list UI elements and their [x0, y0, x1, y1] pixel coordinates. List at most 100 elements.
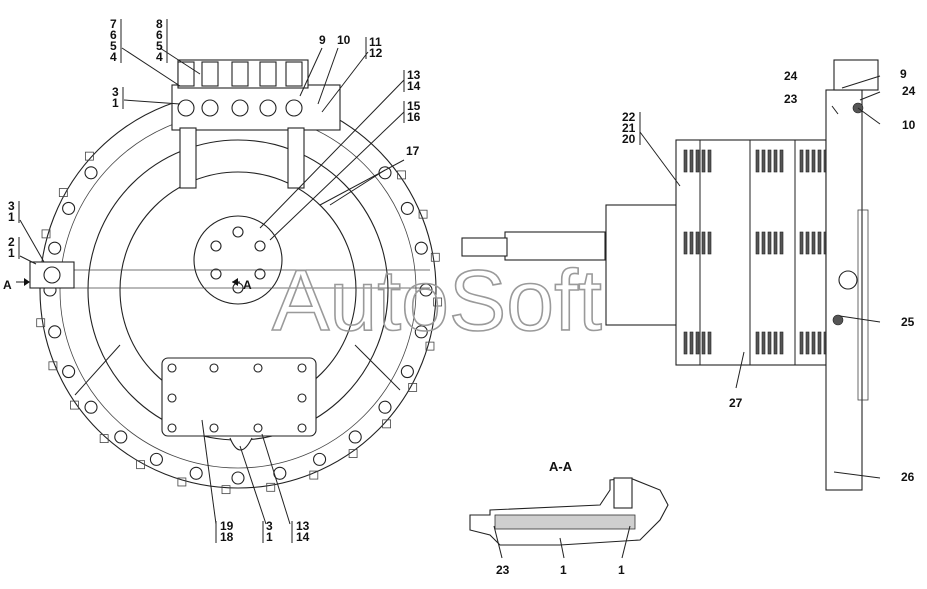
flange-hole: [400, 365, 414, 379]
callout-number: 9: [319, 33, 326, 47]
callout-number: 11: [369, 35, 382, 49]
disc-plate: [683, 149, 688, 173]
disc-plate: [817, 149, 822, 173]
section-callout-number: 1: [618, 563, 625, 577]
callout-number: 12: [369, 46, 383, 60]
leader-line: [735, 351, 745, 389]
flange-hole: [348, 430, 362, 444]
callout-number: 24: [784, 69, 798, 83]
hub-hole: [210, 268, 222, 280]
disc-plate: [761, 149, 766, 173]
callout-number: 20: [622, 132, 636, 146]
rim-lug: [84, 151, 94, 161]
flange-hole: [189, 466, 203, 480]
disc-plate: [707, 331, 712, 355]
leader-line: [259, 79, 405, 229]
disc-plate: [805, 231, 810, 255]
cover-bolt: [253, 423, 263, 433]
rim-lug: [48, 361, 58, 371]
rim-lug: [408, 383, 418, 392]
rim-lugs: [33, 151, 443, 495]
disc-plate: [683, 231, 688, 255]
callout-number: 18: [220, 530, 234, 544]
flange-hole: [400, 201, 414, 215]
section-callout-number: 23: [496, 563, 510, 577]
callout-number: 1: [8, 246, 15, 260]
disc-plate: [707, 149, 712, 173]
leader-line: [639, 131, 681, 187]
rim-lug: [418, 209, 428, 219]
callout-number: 2: [8, 235, 15, 249]
flange-hole: [48, 325, 62, 339]
leader-line: [19, 219, 45, 263]
callout-number: 10: [902, 118, 916, 132]
flange-hole: [114, 430, 128, 444]
valve-cap: [285, 61, 303, 87]
rim-lug: [430, 252, 440, 262]
disc-plate: [707, 231, 712, 255]
disc-plate: [811, 149, 816, 173]
callout-number: 3: [112, 85, 119, 99]
valve-cap: [259, 61, 277, 87]
callout-number: 14: [407, 79, 421, 93]
disc-plate: [773, 331, 778, 355]
rim-lug: [70, 400, 79, 410]
disc-plate: [799, 331, 804, 355]
disc-plate: [695, 331, 700, 355]
rim-lug: [136, 460, 145, 470]
valve-cap: [177, 61, 195, 87]
rim-lug: [58, 188, 68, 197]
flange-hole: [313, 452, 327, 466]
disc-plate: [767, 149, 772, 173]
rim-lug: [425, 341, 435, 351]
flange-hole: [414, 325, 428, 339]
disc-plate: [695, 231, 700, 255]
watermark: AutoSoft: [272, 253, 602, 349]
disc-plate: [805, 149, 810, 173]
callout-number: 5: [156, 39, 163, 53]
disc-plate: [773, 231, 778, 255]
callout-number: 6: [156, 28, 163, 42]
flange-hole: [48, 241, 62, 255]
callout-number: 6: [110, 28, 117, 42]
section-a-a-view: [469, 477, 669, 546]
callout-number: 8: [156, 17, 163, 31]
disc-plate: [761, 231, 766, 255]
rim-lug: [382, 419, 392, 429]
leader-line: [299, 47, 323, 97]
callout-number: 1: [8, 210, 15, 224]
callout-number: 23: [784, 92, 798, 106]
rim-lug: [99, 434, 109, 444]
flange-hole: [84, 400, 98, 414]
callout-number: 14: [296, 530, 310, 544]
cover-bolt: [253, 363, 263, 373]
leader-line: [841, 75, 881, 89]
callout-number: 26: [901, 470, 915, 484]
disc-plate: [761, 331, 766, 355]
rim-lug: [348, 449, 358, 458]
leader-line: [123, 99, 181, 105]
leader-line: [839, 315, 881, 323]
cover-plate-bolts: [167, 363, 307, 433]
disc-packs: [683, 149, 828, 355]
callout-number: 3: [8, 199, 15, 213]
valve-cap: [201, 61, 219, 87]
hub-hole: [254, 268, 266, 280]
cover-bolt: [209, 423, 219, 433]
callout-number: 7: [110, 17, 117, 31]
valve-cap: [231, 61, 249, 87]
callout-number: 9: [900, 67, 907, 81]
cover-bolt: [167, 393, 177, 403]
disc-plate: [773, 149, 778, 173]
leader-line: [621, 525, 631, 559]
rim-lug: [221, 485, 231, 495]
disc-plate: [689, 231, 694, 255]
leader-line: [269, 111, 405, 241]
flange-hole: [84, 166, 98, 180]
leader-line: [19, 255, 37, 265]
leader-line: [121, 47, 181, 87]
cover-bolt: [297, 393, 307, 403]
callout-number: 27: [729, 396, 743, 410]
